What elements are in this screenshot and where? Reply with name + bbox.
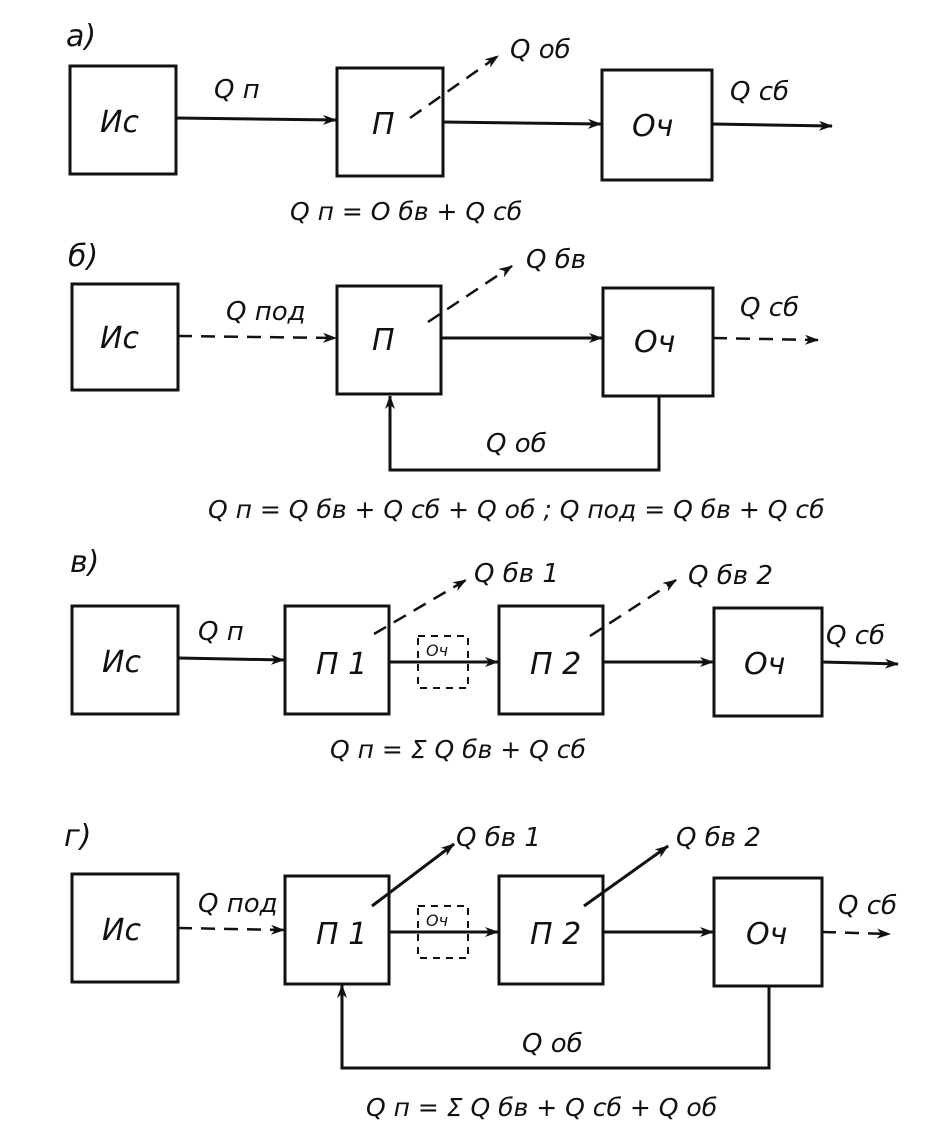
feed-label: Q п [214, 75, 260, 105]
return-label: Q об [522, 1029, 583, 1059]
process1-box-label: П 1 [316, 917, 367, 952]
process2-box [497, 604, 605, 716]
loss-arrow-1 [371, 842, 455, 908]
source-box [70, 604, 180, 716]
panel-b-tag: б) [68, 239, 98, 274]
process1-box [283, 604, 391, 716]
process-box-label: П [372, 107, 395, 142]
loss-arrow-1 [373, 578, 467, 636]
feed-label: Q под [226, 297, 306, 327]
feed-arrow [177, 654, 285, 665]
process-box-label: П [372, 323, 395, 358]
output-arrow [711, 120, 833, 131]
process-box [335, 284, 443, 396]
balance-formula: Q п = О бв + Q сб [290, 197, 522, 226]
panel-a-tag: а) [66, 19, 96, 54]
cleaner-box [600, 68, 714, 182]
output-arrow [821, 928, 891, 939]
process-box [335, 66, 445, 178]
transfer-arrow [442, 118, 602, 129]
cleaner-box-label: Оч [744, 647, 785, 682]
source-box-label: Ис [100, 321, 139, 356]
source-box-label: Ис [102, 913, 141, 948]
intermediate-cleaner-label: Оч [426, 911, 448, 930]
loss-arrow-2 [583, 844, 669, 908]
process2-box-label: П 2 [530, 647, 581, 682]
panel-b: б) Ис П Оч Q под Q бв Q сб Q об Q п = Q … [68, 239, 825, 524]
cleaner-box-label: Оч [632, 109, 673, 144]
feed-arrow [177, 332, 337, 343]
return-loop [385, 395, 661, 472]
balance-formula: Q п = Σ Q бв + Q сб [330, 735, 586, 764]
return-loop [337, 984, 771, 1070]
balance-formula: Q п = Q бв + Q сб + Q об ; Q под = Q бв … [208, 495, 825, 524]
output-label: Q сб [730, 77, 789, 107]
loss2-label: Q бв 2 [688, 561, 773, 591]
loss-arrow [409, 54, 499, 120]
source-box-label: Ис [100, 105, 139, 140]
feed-label: Q п [198, 617, 244, 647]
process1-box [283, 874, 391, 986]
source-box [68, 64, 178, 176]
source-box-label: Ис [102, 645, 141, 680]
panel-d: г) Ис П 1 Оч П 2 Оч Q под Q бв 1 Q бв 2 … [64, 819, 897, 1122]
loss-label: Q об [510, 35, 571, 65]
return-label: Q об [486, 429, 547, 459]
cleaner-box-label: Оч [634, 325, 675, 360]
output-label: Q сб [838, 891, 897, 921]
cleaner-box-label: Оч [746, 917, 787, 952]
intermediate-cleaner-label: Оч [426, 641, 448, 660]
loss1-label: Q бв 1 [456, 823, 541, 853]
output-label: Q сб [740, 293, 799, 323]
source-box [70, 282, 180, 392]
process1-box-label: П 1 [316, 647, 367, 682]
cleaner-box [712, 606, 824, 718]
panel-d-tag: г) [64, 819, 91, 854]
panel-c-tag: в) [70, 545, 99, 580]
balance-formula: Q п = Σ Q бв + Q сб + Q об [366, 1093, 717, 1122]
cleaner-box [712, 876, 824, 988]
process2-box [497, 874, 605, 986]
loss-label: Q бв [526, 245, 586, 275]
loss-arrow-2 [589, 578, 677, 638]
process2-box-label: П 2 [530, 917, 581, 952]
feed-arrow [175, 114, 337, 125]
output-label: Q сб [826, 621, 885, 651]
panel-a: а) Ис П Оч Q п Q об Q сб Q п = О бв + Q … [66, 19, 833, 226]
loss1-label: Q бв 1 [474, 559, 559, 589]
output-arrow [712, 334, 819, 345]
loss2-label: Q бв 2 [676, 823, 761, 853]
feed-label: Q под [198, 889, 278, 919]
output-arrow [821, 658, 899, 669]
feed-arrow [177, 924, 285, 935]
loss-arrow [427, 264, 513, 324]
panel-c: в) Ис П 1 Оч П 2 Оч Q п Q бв 1 Q бв 2 Q … [70, 545, 899, 764]
